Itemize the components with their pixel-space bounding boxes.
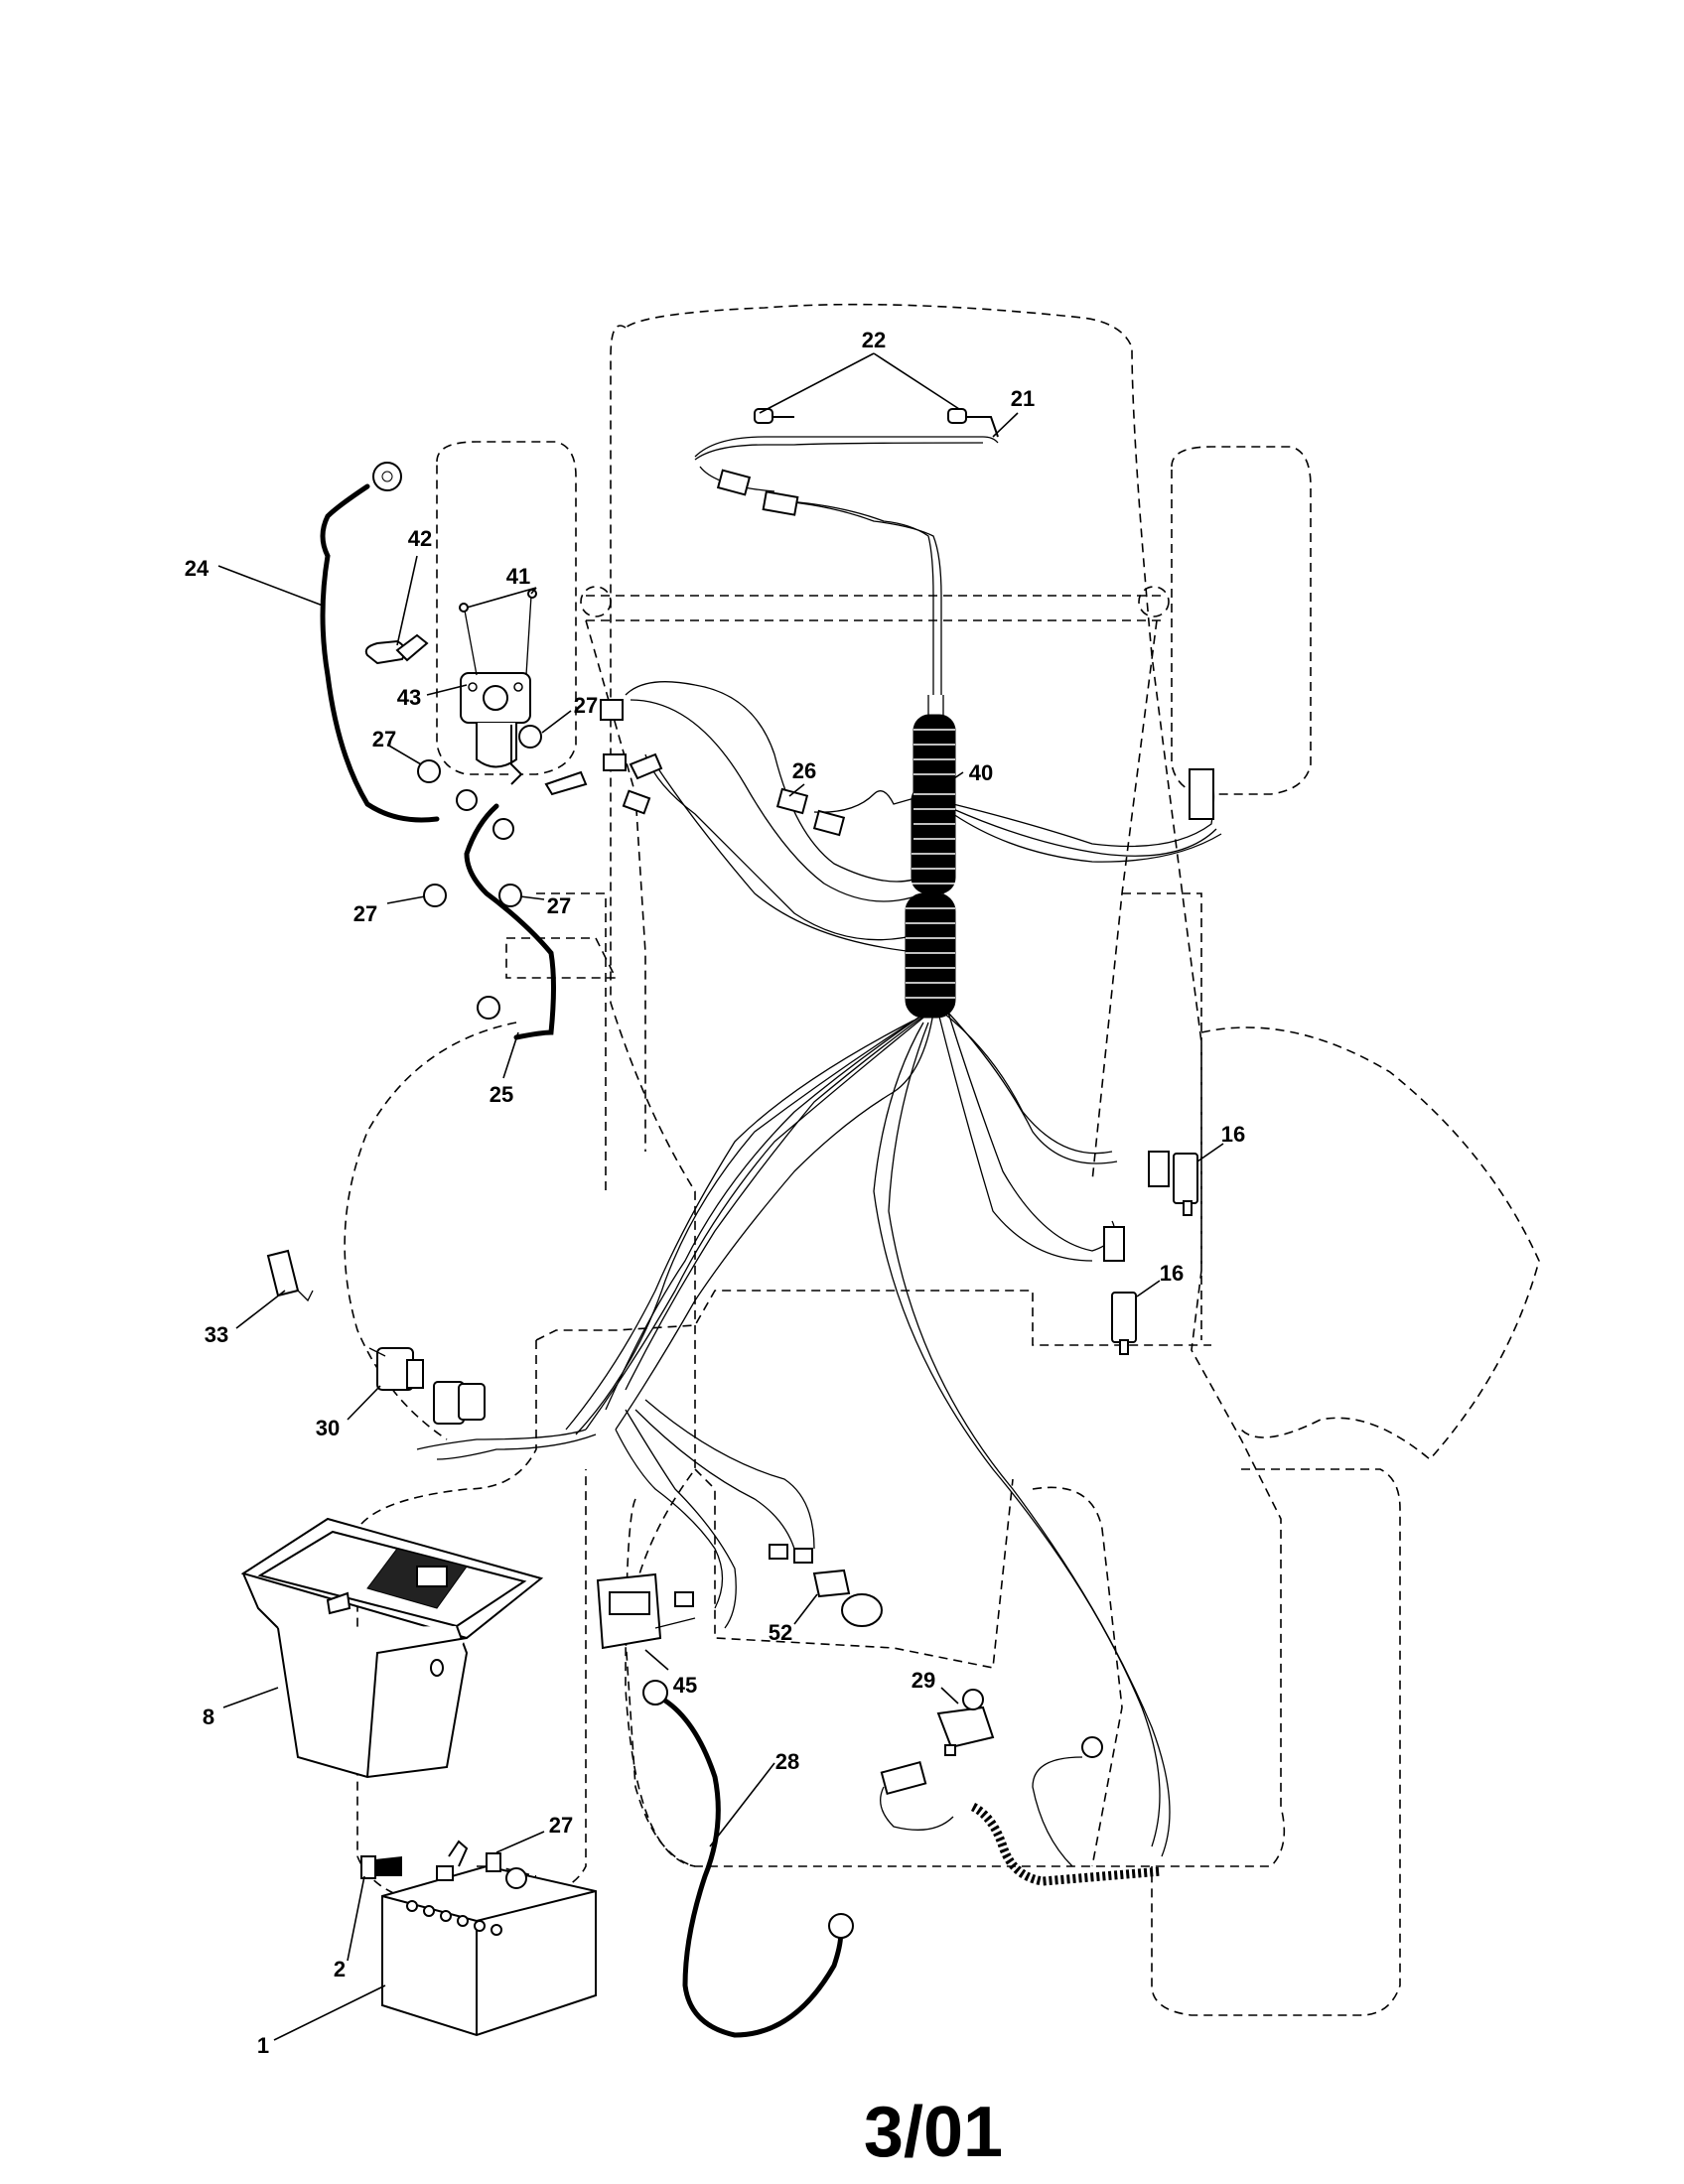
callout-41: 41 xyxy=(506,564,530,589)
callout-28: 28 xyxy=(775,1749,799,1774)
seat-switch xyxy=(880,1689,995,1831)
ring-terminal xyxy=(456,770,588,1020)
starter-solenoid xyxy=(364,589,537,785)
ignition-switch xyxy=(368,1347,486,1425)
harness-connector xyxy=(600,699,1214,1262)
callout-27b: 27 xyxy=(574,693,598,718)
callout-22: 22 xyxy=(862,328,886,352)
ring-terminal xyxy=(1032,1736,1103,1867)
callout-29: 29 xyxy=(912,1668,935,1693)
callout-27c: 27 xyxy=(353,901,377,926)
callout-27d: 27 xyxy=(547,893,571,918)
interlock-switch xyxy=(1111,1153,1198,1355)
chassis-outline xyxy=(344,303,1540,2016)
battery xyxy=(360,1840,597,2037)
battery-box xyxy=(240,1517,544,1779)
leader-lines xyxy=(217,352,1224,2041)
callout-2: 2 xyxy=(334,1957,346,1981)
callout-27e: 27 xyxy=(549,1813,573,1838)
callout-1: 1 xyxy=(257,2033,269,2058)
callout-33: 33 xyxy=(205,1322,228,1347)
ground-cable xyxy=(320,483,440,823)
page-code: 3/01 xyxy=(864,2093,1003,2172)
callout-40: 40 xyxy=(969,760,993,785)
pto-connector xyxy=(674,1544,883,1627)
solenoid-cable xyxy=(464,803,556,1040)
callout-labels: 22 21 24 42 41 43 27 27 27 27 26 40 25 1… xyxy=(185,328,1245,2058)
callout-16b: 16 xyxy=(1160,1261,1184,1286)
main-harness xyxy=(416,681,1222,1857)
callout-30: 30 xyxy=(316,1416,340,1440)
coiled-cord xyxy=(970,1802,1163,1886)
harness-conduit xyxy=(905,714,956,1019)
ring-terminal xyxy=(372,462,402,491)
headlight-harness xyxy=(694,408,999,695)
callout-24: 24 xyxy=(185,556,210,581)
callout-8: 8 xyxy=(203,1705,214,1729)
callout-43: 43 xyxy=(397,685,421,710)
callout-25: 25 xyxy=(490,1082,513,1107)
callout-21: 21 xyxy=(1011,386,1035,411)
hex-nut xyxy=(417,725,542,907)
callout-27a: 27 xyxy=(372,727,396,751)
battery-ground-cable xyxy=(657,1695,844,2038)
hour-meter xyxy=(596,1572,696,1650)
callout-16a: 16 xyxy=(1221,1122,1245,1147)
callout-45: 45 xyxy=(673,1673,697,1698)
ring-terminal xyxy=(642,1680,854,1939)
callout-42: 42 xyxy=(408,526,432,551)
callout-26: 26 xyxy=(792,758,816,783)
callout-52: 52 xyxy=(769,1620,792,1645)
fuse xyxy=(266,1249,314,1302)
